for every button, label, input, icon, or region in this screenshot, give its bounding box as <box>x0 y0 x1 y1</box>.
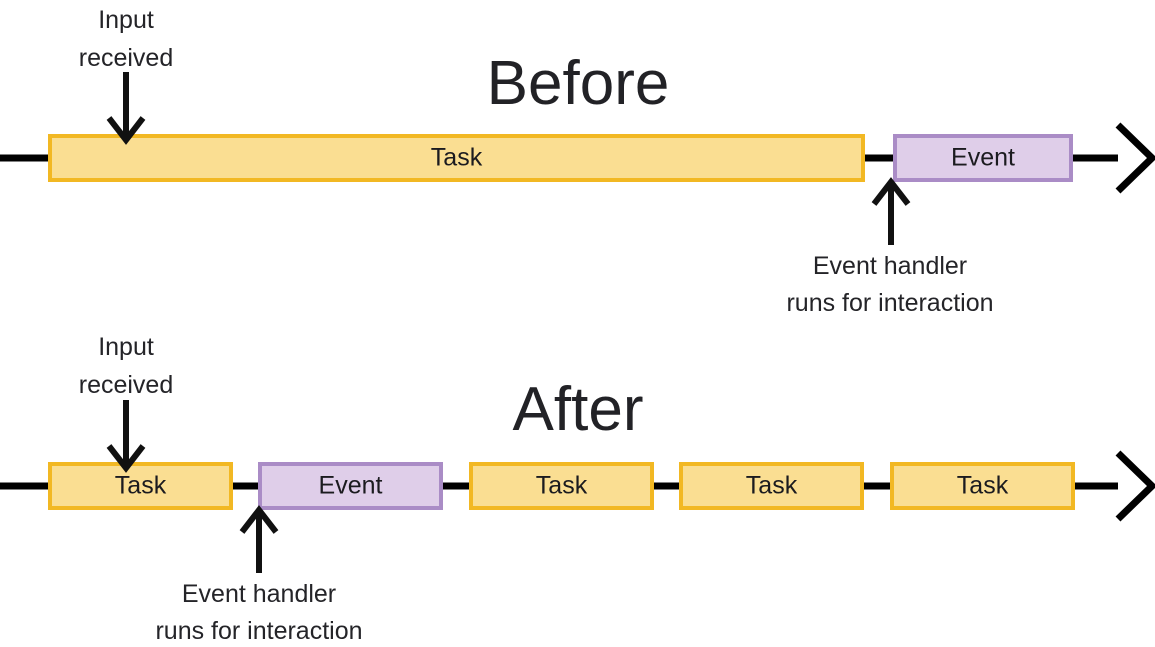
task-box[interactable] <box>48 462 233 510</box>
annotation-event-handler-before: Event handler runs for interaction <box>786 177 994 317</box>
block-event-before-1[interactable]: Event <box>893 134 1073 182</box>
block-task-after-2[interactable]: Task <box>469 462 654 510</box>
annotation-line: received <box>79 371 174 399</box>
callout-arrowhead-input-received <box>106 444 146 473</box>
event-box[interactable] <box>258 462 443 510</box>
task-box[interactable] <box>679 462 864 510</box>
annotation-line: Event handler <box>813 252 967 280</box>
event-box-label: Event <box>319 472 383 500</box>
block-task-after-3[interactable]: Task <box>679 462 864 510</box>
section-title-before: Before <box>487 49 670 118</box>
annotation-line: runs for interaction <box>786 289 993 317</box>
annotation-line: received <box>79 44 174 72</box>
callout-arrowhead-event-handler <box>239 505 279 534</box>
task-box-label: Task <box>536 472 588 500</box>
annotation-line: Event handler <box>182 580 336 608</box>
task-box-label: Task <box>431 144 483 172</box>
task-box[interactable] <box>890 462 1075 510</box>
annotation-input-received-after: Input received <box>79 333 174 473</box>
annotation-line: runs for interaction <box>155 617 362 645</box>
event-box-label: Event <box>951 144 1015 172</box>
block-task-after-4[interactable]: Task <box>890 462 1075 510</box>
section-after: Task Event Task Task Task After Input receivedE… <box>0 333 1155 645</box>
section-title-after: After <box>513 375 644 444</box>
timeline-arrowhead-after <box>1115 450 1155 522</box>
callout-arrowhead-input-received <box>106 116 146 145</box>
task-box-label: Task <box>957 472 1009 500</box>
task-box[interactable] <box>48 134 865 182</box>
block-task-after-0[interactable]: Task <box>48 462 233 510</box>
timeline-arrowhead-before <box>1115 122 1155 194</box>
annotation-input-received-before: Input received <box>79 6 174 145</box>
task-box-label: Task <box>115 472 167 500</box>
annotation-line: Input <box>98 6 154 34</box>
task-box[interactable] <box>469 462 654 510</box>
block-event-after-1[interactable]: Event <box>258 462 443 510</box>
task-box-label: Task <box>746 472 798 500</box>
annotation-line: Input <box>98 333 154 361</box>
event-box[interactable] <box>893 134 1073 182</box>
block-task-before-0[interactable]: Task <box>48 134 865 182</box>
callout-arrowhead-event-handler <box>871 177 911 206</box>
annotation-event-handler-after: Event handler runs for interaction <box>155 505 363 645</box>
